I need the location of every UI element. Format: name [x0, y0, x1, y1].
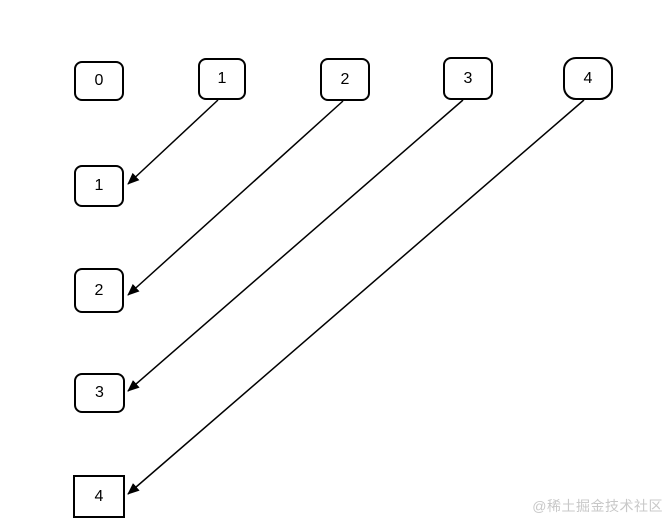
node-left-2: 2	[74, 268, 124, 313]
arrow-top-3-to-left-3	[127, 99, 464, 392]
node-left-1: 1	[74, 165, 124, 207]
node-left-4: 4	[73, 475, 125, 518]
node-top-1: 1	[198, 58, 246, 100]
node-left-3: 3	[74, 373, 125, 413]
node-top-0: 0	[74, 61, 124, 101]
node-top-3: 3	[443, 57, 493, 100]
watermark-text: @稀土掘金技术社区	[532, 498, 663, 514]
arrow-top-2-to-left-2	[127, 100, 344, 296]
arrow-top-1-to-left-1	[127, 99, 219, 185]
node-top-4: 4	[563, 57, 613, 100]
node-top-2: 2	[320, 58, 370, 101]
arrow-top-4-to-left-4	[127, 99, 585, 495]
